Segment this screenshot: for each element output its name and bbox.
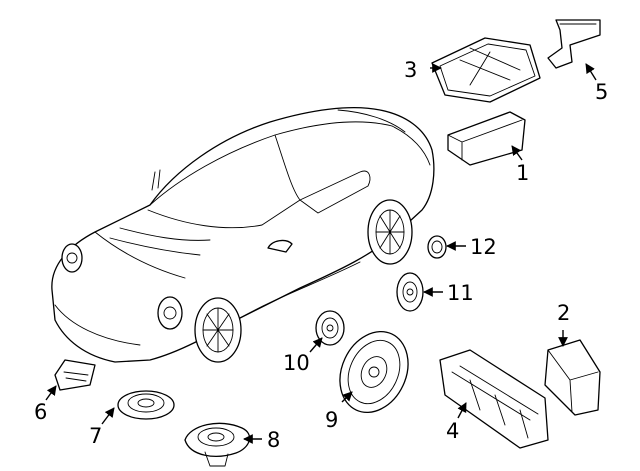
front-wheel xyxy=(194,297,242,363)
leader-1 xyxy=(511,145,523,161)
callout-3: 3 xyxy=(404,58,417,82)
part-4-amplifier xyxy=(439,349,549,449)
callout-7: 7 xyxy=(89,424,102,448)
leader-lines xyxy=(45,63,597,444)
callout-12: 12 xyxy=(470,235,497,259)
callout-4: 4 xyxy=(446,419,459,443)
callout-1: 1 xyxy=(516,161,529,185)
part-1-control-unit xyxy=(447,111,526,166)
part-3-module xyxy=(431,37,541,103)
leader-6 xyxy=(45,385,57,401)
part-10-speaker xyxy=(315,310,345,346)
callout-9: 9 xyxy=(325,408,338,432)
part-9-woofer xyxy=(339,330,409,414)
part-2-box xyxy=(544,339,601,416)
car-illustration xyxy=(51,106,435,363)
part-12-tweeter xyxy=(427,235,447,259)
callout-2: 2 xyxy=(557,301,570,325)
callout-labels: 3 5 1 12 11 10 9 4 2 6 7 8 xyxy=(34,58,608,452)
callout-10: 10 xyxy=(283,351,310,375)
leader-7 xyxy=(101,407,115,425)
part-5-bracket xyxy=(547,19,601,69)
leader-5 xyxy=(585,63,597,81)
leader-10 xyxy=(309,337,323,353)
callout-5: 5 xyxy=(595,80,608,104)
part-6-grille xyxy=(54,359,96,391)
part-11-speaker xyxy=(396,272,424,312)
part-8-speaker xyxy=(184,422,251,467)
leader-4 xyxy=(457,402,467,419)
rear-wheel xyxy=(367,199,413,265)
callout-8: 8 xyxy=(267,428,280,452)
leader-9 xyxy=(341,391,353,403)
callout-6: 6 xyxy=(34,400,47,424)
part-7-speaker xyxy=(117,390,175,420)
callout-11: 11 xyxy=(447,281,474,305)
